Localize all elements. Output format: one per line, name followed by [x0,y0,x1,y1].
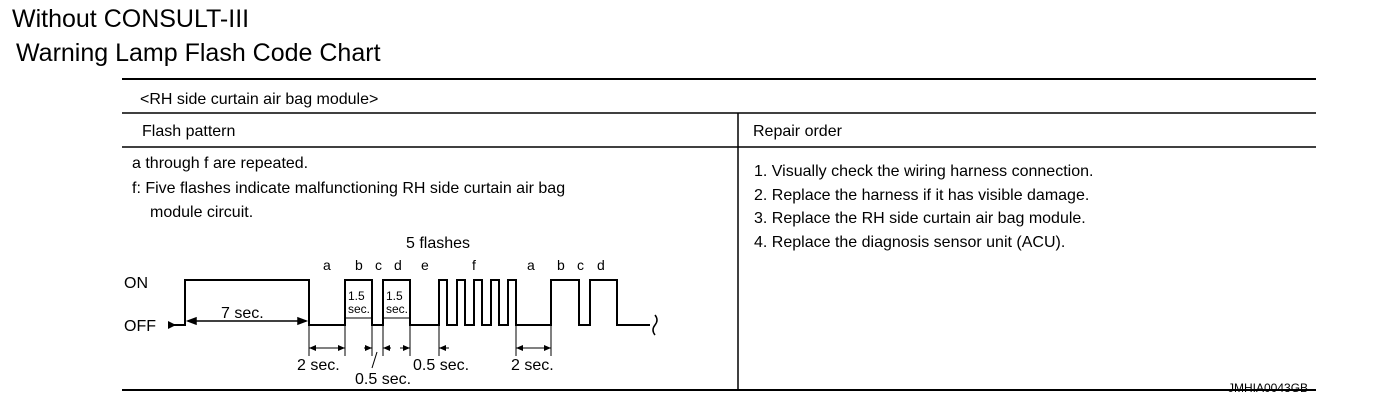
off-level-label: OFF [124,318,156,335]
duration-2-sec-label-1: 2 sec. [297,357,340,374]
dimension-arrows [309,345,551,369]
duration-7-sec-marker [185,316,309,326]
segment-letter-b-repeat: b [557,257,565,273]
duration-2-sec-label-2: 2 sec. [511,357,554,374]
segment-letter-c: c [375,257,382,273]
segment-letter-e: e [421,257,429,273]
break-mark-icon [652,314,658,336]
segment-letter-c-repeat: c [577,257,584,273]
repair-step-1: 1. Visually check the wiring harness con… [754,163,1093,180]
column-header-repair-order: Repair order [753,123,843,140]
segment-letter-b: b [355,257,363,273]
repair-step-4: 4. Replace the diagnosis sensor unit (AC… [754,234,1065,251]
segment-letter-d: d [394,257,402,273]
segment-letter-d-repeat: d [597,257,605,273]
duration-1-5-unit-1: sec. [348,302,370,316]
flash-note-2: f: Five flashes indicate malfunctioning … [132,180,565,197]
duration-7-sec-label: 7 sec. [221,305,264,322]
column-header-flash-pattern: Flash pattern [142,123,235,140]
segment-letter-a: a [323,257,331,273]
dimension-extension-lines [308,325,552,356]
duration-1-5-unit-2: sec. [386,302,408,316]
on-level-label: ON [124,275,148,292]
page-title-line1: Without CONSULT-III [12,5,250,33]
duration-0-5-sec-label-2: 0.5 sec. [355,371,411,388]
repair-step-3: 3. Replace the RH side curtain air bag m… [754,210,1086,227]
five-flashes-label: 5 flashes [406,235,470,252]
segment-letter-f: f [472,257,476,273]
page-title-line2: Warning Lamp Flash Code Chart [16,39,381,67]
figure-code: JMHIA0043GB [1228,381,1309,395]
flash-waveform [168,279,650,326]
off-arrow-icon [168,321,176,329]
table-rules [122,78,1316,391]
flash-note-3: module circuit. [150,204,253,221]
flash-note-1: a through f are repeated. [132,155,308,172]
duration-1-5-value-2: 1.5 [386,289,403,303]
table-caption: <RH side curtain air bag module> [140,91,378,108]
segment-letter-a-repeat: a [527,257,535,273]
duration-1-5-labels: 1.5 sec. 1.5 sec. [348,289,408,316]
duration-1-5-value-1: 1.5 [348,289,365,303]
segment-letters: a b c d e f a b c d [323,257,605,273]
duration-0-5-sec-label-1: 0.5 sec. [413,357,469,374]
repair-step-2: 2. Replace the harness if it has visible… [754,187,1089,204]
